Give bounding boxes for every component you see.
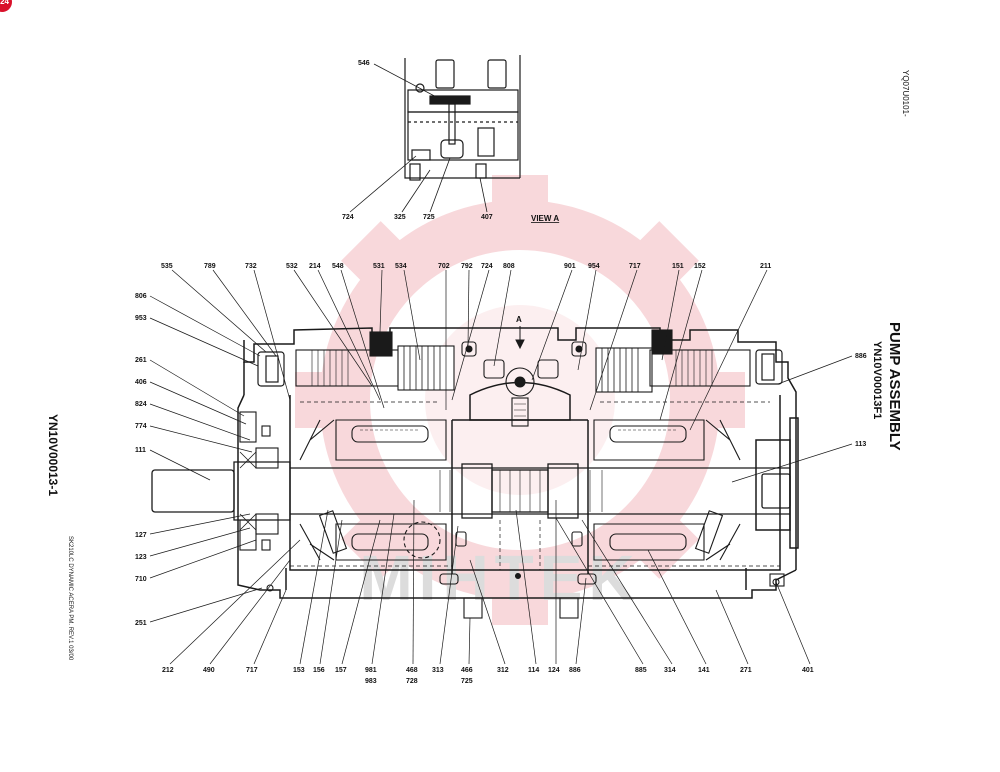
label-157: 157 [335, 667, 347, 674]
label-717-top: 717 [629, 263, 641, 270]
label-124: 124 [548, 667, 560, 674]
label-113: 113 [855, 441, 866, 448]
label-468: 468 [406, 667, 418, 674]
view-a-detail [404, 55, 521, 181]
label-401: 401 [802, 667, 814, 674]
label-151: 151 [672, 263, 684, 270]
drawing-side-code: YN10V00013-1 [46, 413, 60, 497]
watermark-text: MIHTEK [359, 542, 640, 614]
label-251: 251 [135, 620, 147, 627]
label-724: 724 [481, 263, 493, 270]
label-153: 153 [293, 667, 305, 674]
label-312: 312 [497, 667, 509, 674]
drawing-footer-note: SK210LC DYNAMIC ACERA PM. REV.1 03/00 [67, 536, 73, 661]
label-983: 983 [365, 678, 377, 685]
label-953: 953 [135, 315, 147, 322]
label-111: 111 [135, 447, 146, 454]
label-156: 156 [313, 667, 325, 674]
view-a-label-546: 546 [358, 60, 370, 67]
label-702: 702 [438, 263, 450, 270]
label-271: 271 [740, 667, 752, 674]
label-127: 127 [135, 532, 147, 539]
view-a-leaders [349, 63, 488, 213]
label-313: 313 [432, 667, 444, 674]
bottom-ports [266, 531, 785, 619]
label-548: 548 [332, 263, 344, 270]
drawing-part-number: YN10V00013F1 [871, 341, 883, 420]
label-466: 466 [461, 667, 473, 674]
label-954: 954 [588, 263, 600, 270]
view-a-label-725: 725 [423, 214, 435, 221]
label-532: 532 [286, 263, 298, 270]
view-a-arrow [515, 326, 525, 350]
label-885: 885 [635, 667, 647, 674]
label-886-bottom: 886 [569, 667, 581, 674]
label-123: 123 [135, 554, 147, 561]
drawing-reference-code: YQ07U0101- [901, 70, 910, 117]
end-plugs [257, 349, 783, 387]
label-806: 806 [135, 293, 147, 300]
label-789: 789 [204, 263, 216, 270]
label-114: 114 [528, 667, 539, 674]
hidden-lines [290, 401, 780, 570]
label-531: 531 [373, 263, 385, 270]
label-152: 152 [694, 263, 706, 270]
label-732: 732 [245, 263, 257, 270]
label-824: 824 [135, 401, 147, 408]
label-792: 792 [461, 263, 473, 270]
bearing-left [239, 411, 279, 551]
view-a-label-407: 407 [481, 214, 493, 221]
cylinder-block-right [593, 419, 741, 561]
label-728: 728 [406, 678, 418, 685]
label-314: 314 [664, 667, 676, 674]
page-corner-badge: 24 [0, 0, 12, 12]
label-886-right: 886 [855, 353, 867, 360]
label-211: 211 [760, 263, 771, 270]
view-a-label-325: 325 [394, 214, 406, 221]
label-406: 406 [135, 379, 147, 386]
label-214: 214 [309, 263, 321, 270]
label-774: 774 [135, 423, 147, 430]
center-block [483, 359, 559, 427]
label-534: 534 [395, 263, 407, 270]
cylinder-block-left [299, 419, 447, 561]
view-a-arrow-label: A [516, 315, 522, 324]
label-717-bottom: 717 [246, 667, 258, 674]
drive-shaft [151, 461, 791, 521]
label-490: 490 [203, 667, 215, 674]
regulator-right [571, 329, 751, 393]
main-leaders [149, 269, 853, 665]
drawing-title: PUMP ASSEMBLY [886, 322, 903, 451]
label-901: 901 [564, 263, 576, 270]
label-981: 981 [365, 667, 377, 674]
view-a-caption: VIEW A [531, 214, 559, 223]
label-725-bottom: 725 [461, 678, 473, 685]
label-808: 808 [503, 263, 515, 270]
label-141: 141 [698, 667, 710, 674]
label-710: 710 [135, 576, 147, 583]
label-212: 212 [162, 667, 174, 674]
view-a-label-724: 724 [342, 214, 354, 221]
regulator-left [295, 331, 477, 391]
label-261: 261 [135, 357, 147, 364]
label-535: 535 [161, 263, 173, 270]
